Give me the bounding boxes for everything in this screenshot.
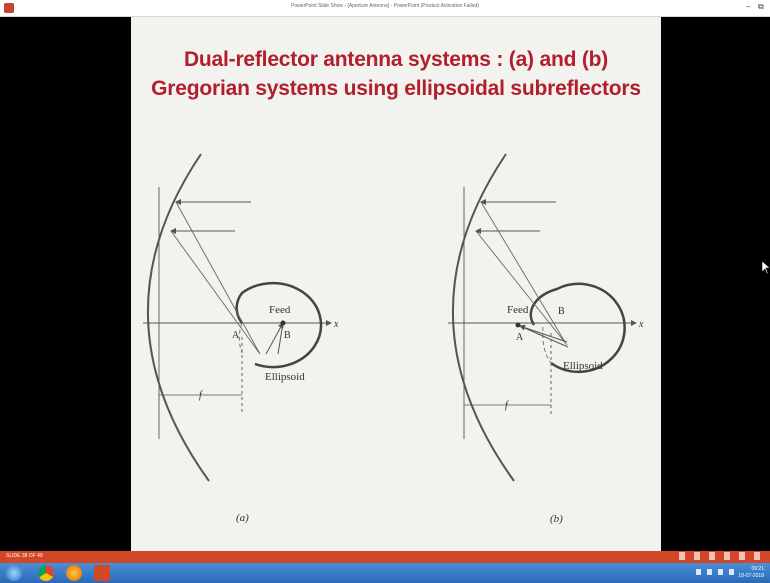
slide-counter: SLIDE 38 OF 49 xyxy=(6,553,43,559)
focal-label-b: f xyxy=(505,400,509,411)
feed-label-b: Feed xyxy=(507,304,529,316)
reading-view-icon[interactable] xyxy=(709,552,715,560)
slide-title-line-1: Dual-reflector antenna systems : (a) and… xyxy=(183,48,609,71)
ellipsoid-label-a: Ellipsoid xyxy=(265,371,305,383)
ray-b-2 xyxy=(475,230,568,346)
restore-button[interactable]: ⧉ xyxy=(758,2,764,11)
feed-label-a: Feed xyxy=(269,304,291,316)
window-title: PowerPoint Slide Show - [Aperture Antenn… xyxy=(291,3,479,9)
ellipsoid-subreflector-a xyxy=(235,281,323,369)
ray-a-1 xyxy=(175,201,261,355)
point-b-label-b: B xyxy=(558,306,565,317)
ray-b-3 xyxy=(519,324,568,343)
tray-keyboard-icon[interactable] xyxy=(729,569,734,575)
slideshow-icon[interactable] xyxy=(724,552,730,560)
slideshow-statusbar: SLIDE 38 OF 49 xyxy=(0,551,770,563)
feed-point-b xyxy=(515,322,521,328)
window-titlebar: PowerPoint Slide Show - [Aperture Antenn… xyxy=(0,0,770,17)
figure-a: Feed A B x Ellipsoid f (a) xyxy=(143,153,339,524)
tray-flag-icon[interactable] xyxy=(707,569,712,575)
caption-a: (a) xyxy=(236,512,249,524)
tray-volume-icon[interactable] xyxy=(718,569,723,575)
antenna-figure: Feed A B x Ellipsoid f (a) xyxy=(143,153,644,525)
ray-a-3 xyxy=(265,322,284,355)
ray-b-4 xyxy=(519,325,569,348)
x-label-a: x xyxy=(333,319,339,330)
main-reflector-a xyxy=(147,153,210,482)
zoom-in-icon[interactable] xyxy=(754,552,760,560)
mouse-cursor-icon xyxy=(762,261,770,275)
ray-a-4 xyxy=(277,322,284,355)
ellipsoid-label-b: Ellipsoid xyxy=(563,360,603,372)
point-a-label-a: A xyxy=(232,330,240,341)
ellipsoid-dashed-a xyxy=(238,322,243,354)
normal-view-icon[interactable] xyxy=(679,552,685,560)
slide[interactable]: Dual-reflector antenna systems : (a) and… xyxy=(131,17,661,551)
tray-time: 09:21 xyxy=(751,566,764,572)
slide-title-line-2: Gregorian systems using ellipsoidal subr… xyxy=(151,77,641,100)
chrome-icon[interactable] xyxy=(38,565,54,581)
ellipsoid-subreflector-b xyxy=(529,282,626,374)
tray-network-icon[interactable] xyxy=(696,569,701,575)
ray-b-1 xyxy=(480,201,566,343)
ray-a-2 xyxy=(170,230,261,355)
point-b-label-a: B xyxy=(284,330,291,341)
ellipsoid-dashed-b xyxy=(542,326,552,364)
slide-sorter-icon[interactable] xyxy=(694,552,700,560)
minimize-button[interactable]: – xyxy=(746,2,751,11)
powerpoint-taskbar-icon[interactable] xyxy=(94,565,110,581)
tray-clock[interactable]: 09:21 18-07-2018 xyxy=(738,566,764,580)
x-label-b: x xyxy=(638,319,644,330)
feed-point-a xyxy=(280,320,286,326)
caption-b: (b) xyxy=(550,513,563,525)
slideshow-screen[interactable]: Dual-reflector antenna systems : (a) and… xyxy=(0,17,770,551)
powerpoint-icon[interactable] xyxy=(4,3,14,13)
windows-taskbar: 09:21 18-07-2018 xyxy=(0,563,770,583)
main-reflector-b xyxy=(452,153,515,482)
firefox-icon[interactable] xyxy=(66,565,82,581)
start-icon[interactable] xyxy=(6,565,22,581)
tray-date: 18-07-2018 xyxy=(738,573,764,579)
focal-label-a: f xyxy=(199,390,203,401)
point-a-label-b: A xyxy=(516,332,524,343)
figure-b: Feed A B x Ellipsoid f (b) xyxy=(448,153,644,525)
zoom-out-icon[interactable] xyxy=(739,552,745,560)
